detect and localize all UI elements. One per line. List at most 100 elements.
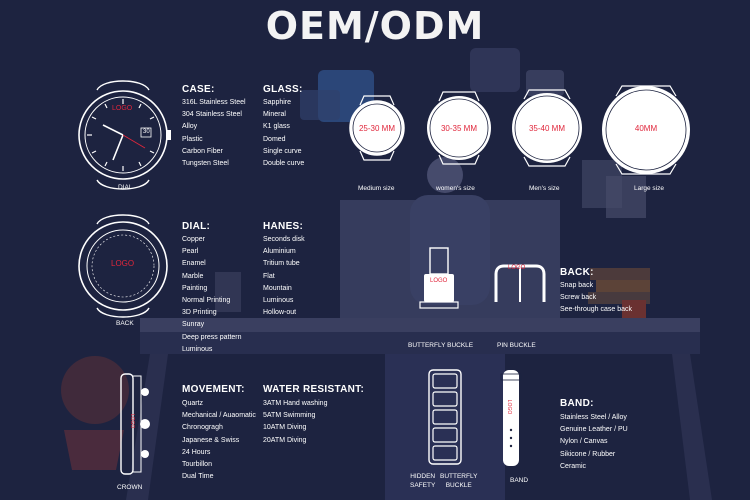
list-item: Genuine Leather / PU — [560, 426, 628, 434]
leather-band-illustration — [500, 370, 522, 466]
size-range-women: 30-35 MM — [440, 124, 477, 133]
list-item: 3ATM Hand washing — [263, 400, 328, 407]
case-list: 316L Stainless Steel 304 Stainless Steel… — [182, 97, 246, 170]
butterfly-band-line2: BUCKLE — [445, 482, 472, 489]
page-title: OEM/ODM — [265, 4, 485, 48]
list-item: See-through case back — [560, 306, 632, 314]
list-item: Hollow-out — [263, 309, 297, 317]
list-item: Nylon / Canvas — [560, 438, 608, 446]
list-item: Luminous — [263, 297, 294, 305]
size-range-large: 40MM — [634, 124, 658, 133]
size-range-men: 35-40 MM — [528, 124, 565, 133]
list-item: 3D Printing — [182, 309, 217, 317]
pin-buckle-illustration — [494, 264, 546, 302]
size-label-large: Large size — [634, 185, 664, 192]
list-item: Ceramic — [560, 462, 587, 470]
list-item: 304 Stainless Steel — [182, 111, 242, 119]
list-item: 24 Hours — [182, 448, 211, 456]
list-item: 316L Stainless Steel — [182, 99, 246, 106]
list-item: K1 glass — [263, 123, 290, 131]
list-item: Carbon Fiber — [182, 147, 223, 155]
list-item: Seconds disk — [263, 236, 305, 243]
list-item: 5ATM Swimming — [263, 412, 316, 420]
list-item: Pearl — [182, 248, 199, 256]
glass-list: Sapphire Mineral K1 glass Domed Single c… — [263, 97, 304, 170]
butterfly-buckle-caption: BUTTERFLY BUCKLE — [408, 342, 474, 349]
list-item: Quartz — [182, 400, 204, 407]
crown-caption: CROWN — [117, 484, 143, 491]
case-heading: CASE: — [182, 84, 215, 95]
butterfly-band-line1: BUTTERFLY — [440, 473, 478, 480]
list-item: Copper — [182, 236, 205, 243]
hidden-safety-line2: SAFETY — [410, 482, 436, 489]
hands-list: Seconds disk Aluminium Tritium tube Flat… — [263, 234, 305, 319]
list-item: Aluminium — [263, 248, 296, 256]
list-item: Mechanical / Auaomatic — [182, 412, 256, 420]
dial-heading: DIAL: — [182, 221, 211, 232]
list-item: Single curve — [263, 147, 302, 155]
list-item: Tourbillon — [182, 461, 212, 469]
pin-buckle-logo: LOGO — [508, 265, 526, 271]
back-logo: LOGO — [111, 259, 135, 268]
list-item: 10ATM Diving — [263, 424, 307, 432]
list-item: Dual Time — [182, 473, 214, 481]
list-item: Stainless Steel / Alloy — [560, 414, 627, 421]
size-watches-illustration — [349, 85, 690, 175]
dial-logo: LOGO — [112, 105, 133, 112]
list-item: Luminous — [182, 345, 213, 353]
butterfly-buckle-band-caption: BUTTERFLY BUCKLE — [440, 472, 477, 490]
list-item: Mineral — [263, 111, 286, 119]
butterfly-buckle-illustration — [419, 247, 459, 309]
list-item: Tungsten Steel — [182, 160, 229, 168]
date-window: 30 — [143, 129, 150, 135]
pin-buckle-caption: PIN BUCKLE — [497, 342, 536, 349]
hidden-safety-caption: HIDDEN SAFETY — [410, 472, 435, 490]
back-heading: BACK: — [560, 267, 594, 278]
movement-list: Quartz Mechanical / Auaomatic Chronograg… — [182, 398, 256, 483]
list-item: Alloy — [182, 123, 198, 131]
size-range-medium: 25-30 MM — [358, 124, 395, 133]
list-item: Sapphire — [263, 99, 292, 106]
movement-heading: MOVEMENT: — [182, 384, 245, 395]
list-item: Domed — [263, 135, 286, 143]
list-item: Marble — [182, 272, 204, 280]
list-item: Double curve — [263, 160, 305, 168]
band-logo: LOGO — [506, 399, 513, 415]
list-item: Flat — [263, 272, 275, 280]
bracelet-illustration — [428, 369, 462, 465]
back-list: Snap back Screw back See-through case ba… — [560, 280, 632, 317]
water-list: 3ATM Hand washing 5ATM Swimming 10ATM Di… — [263, 398, 327, 447]
list-item: Screw back — [560, 294, 597, 302]
size-label-men: Men's size — [529, 185, 560, 192]
water-heading: WATER RESISTANT: — [263, 384, 365, 395]
butterfly-buckle-logo: LOGO — [430, 278, 448, 284]
list-item: Sikicone / Rubber — [560, 450, 616, 458]
glass-heading: GLASS: — [263, 84, 303, 95]
back-watch-illustration — [78, 214, 168, 318]
list-item: 20ATM Diving — [263, 436, 307, 444]
dial-watch-illustration — [78, 80, 171, 190]
crown-logo: LOGO — [129, 413, 136, 429]
band-caption: BAND — [510, 477, 529, 484]
hands-heading: HANES: — [263, 221, 304, 232]
list-item: Normal Printing — [182, 297, 231, 305]
back-caption: BACK — [116, 320, 134, 327]
list-item: Sunray — [182, 321, 205, 329]
hidden-safety-line1: HIDDEN — [410, 473, 436, 480]
list-item: Chronogragh — [182, 424, 223, 432]
size-label-women: women's size — [436, 185, 475, 192]
list-item: Tritium tube — [263, 260, 300, 268]
size-label-medium: Medium size — [358, 185, 395, 192]
list-item: Plastic — [182, 135, 203, 143]
band-list: Stainless Steel / Alloy Genuine Leather … — [560, 412, 628, 473]
crown-watch-illustration — [120, 373, 150, 475]
list-item: Deep press pattern — [182, 333, 242, 341]
list-item: Enamel — [182, 260, 206, 268]
list-item: Mountain — [263, 284, 292, 292]
list-item: Japanese & Swiss — [182, 436, 240, 444]
list-item: Painting — [182, 284, 208, 292]
list-item: Snap back — [560, 282, 594, 289]
dial-caption: DIAL — [118, 184, 133, 191]
dial-list: Copper Pearl Enamel Marble Painting Norm… — [182, 234, 242, 356]
band-heading: BAND: — [560, 398, 594, 409]
